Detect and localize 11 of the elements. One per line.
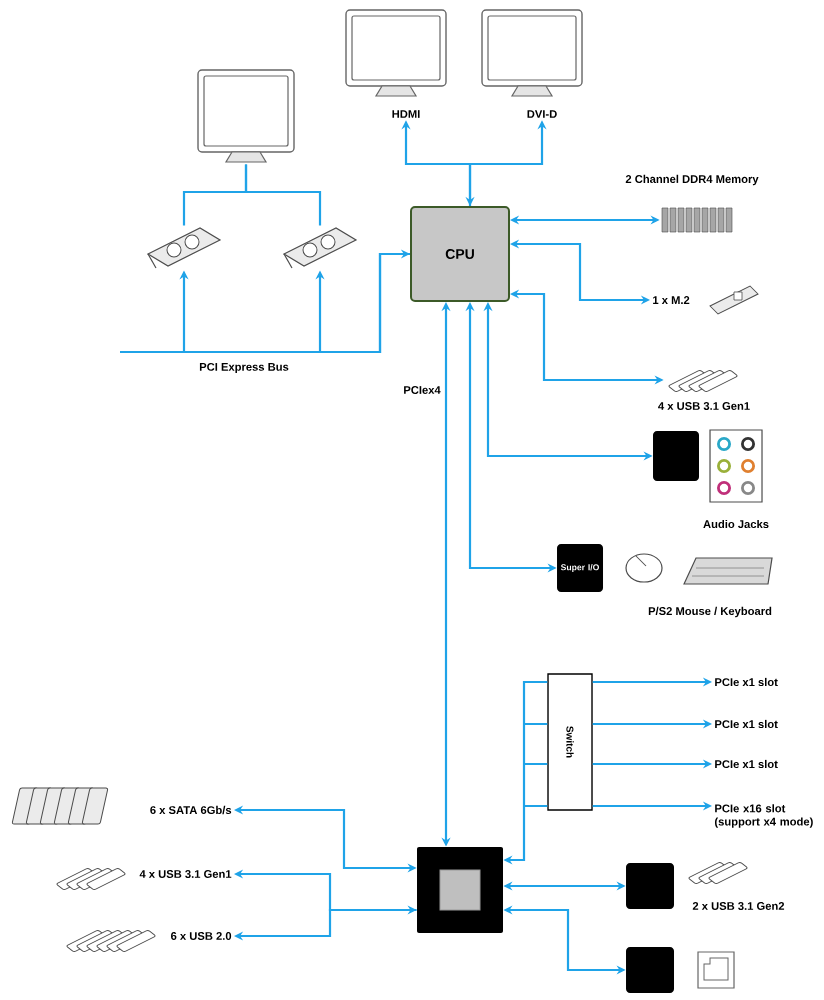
usb-sticks-drawing [668,370,738,392]
arrow [118,249,410,354]
chip-icon [626,947,674,993]
connector-line [244,164,322,226]
chip-icon [653,431,699,481]
memory-module-drawing [661,207,733,233]
chip-icon [626,863,674,909]
arrow [315,252,410,354]
chip-drawing [417,847,503,933]
monitor-drawing [197,69,295,163]
arrow [234,908,417,941]
